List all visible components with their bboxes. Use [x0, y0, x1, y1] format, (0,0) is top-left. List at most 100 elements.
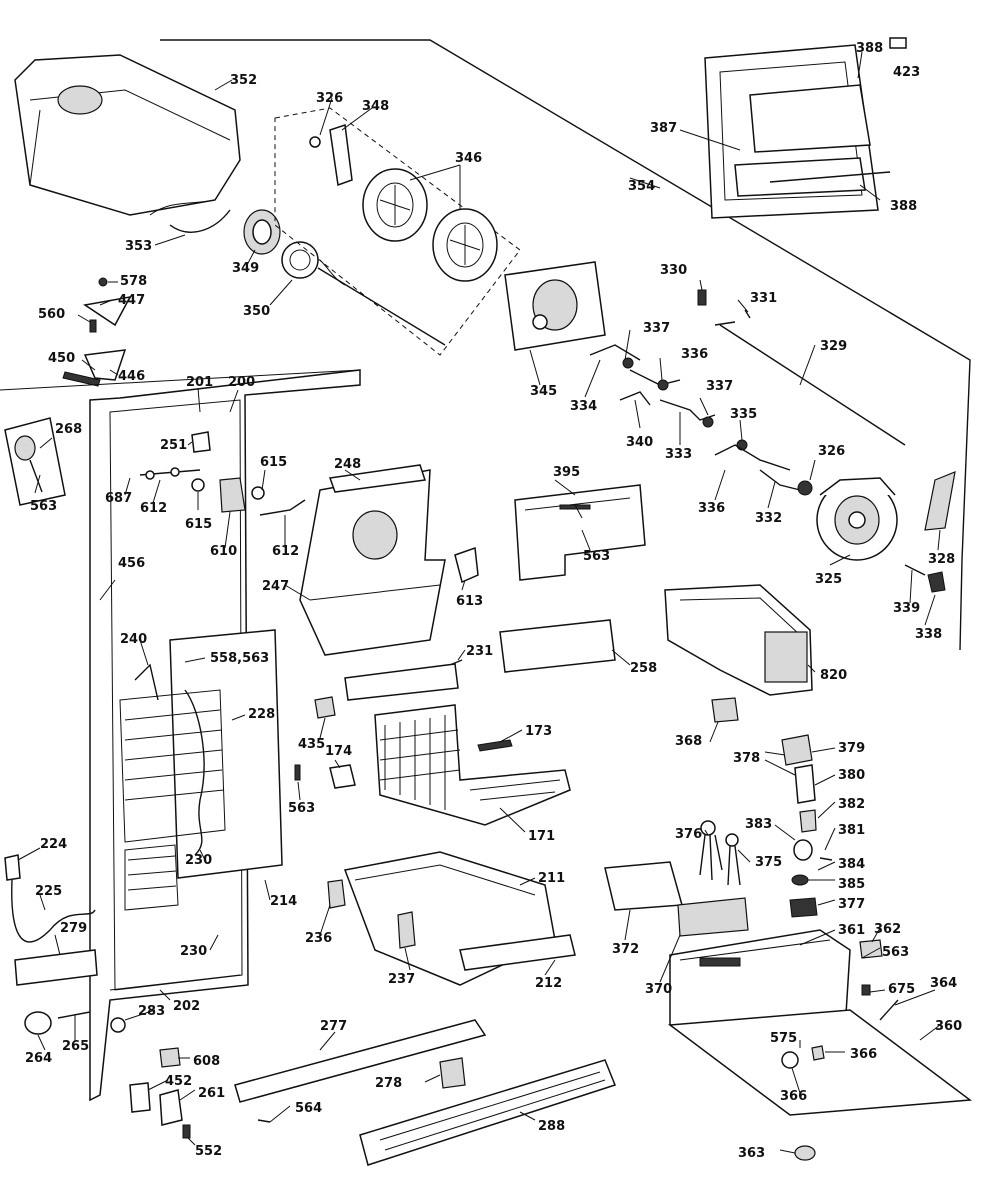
label-325: 325: [815, 572, 842, 587]
label-333: 333: [665, 447, 692, 462]
label-384: 384: [838, 857, 865, 872]
label-326b: 326: [818, 444, 845, 459]
label-381: 381: [838, 823, 865, 838]
label-337b: 337: [706, 379, 733, 394]
label-332: 332: [755, 511, 782, 526]
label-225: 225: [35, 884, 62, 899]
part-339-pin: [904, 564, 926, 576]
label-247: 247: [262, 579, 289, 594]
label-452: 452: [165, 1074, 192, 1089]
label-338: 338: [915, 627, 942, 642]
label-258: 258: [630, 661, 657, 676]
part-363-bumper: [794, 1145, 816, 1161]
label-240: 240: [120, 632, 147, 647]
label-377: 377: [838, 897, 865, 912]
label-340: 340: [626, 435, 653, 450]
label-435: 435: [298, 737, 325, 752]
part-325-motor: [797, 477, 898, 561]
part-251-cap: [191, 431, 211, 453]
part-370-solenoid: [677, 897, 749, 937]
label-563c: 563: [288, 801, 315, 816]
label-202: 202: [173, 999, 200, 1014]
label-613: 613: [456, 594, 483, 609]
part-265-screw: [57, 1011, 91, 1019]
part-326-top: [309, 136, 321, 148]
label-362: 362: [874, 922, 901, 937]
label-336b: 336: [698, 501, 725, 516]
label-230b: 230: [180, 944, 207, 959]
part-247-air-duct: [299, 464, 446, 656]
label-331: 331: [750, 291, 777, 306]
label-612a: 612: [140, 501, 167, 516]
label-423: 423: [893, 65, 920, 80]
part-240-wire: [134, 663, 159, 701]
dashed-panel: [274, 107, 521, 356]
label-335: 335: [730, 407, 757, 422]
label-277: 277: [320, 1019, 347, 1034]
label-224: 224: [40, 837, 67, 852]
label-329: 329: [820, 339, 847, 354]
label-563a: 563: [30, 499, 57, 514]
label-558: 558,563: [210, 651, 269, 666]
label-380: 380: [838, 768, 865, 783]
part-564-screw: [257, 1119, 271, 1123]
part-820-ice-maker: [664, 584, 813, 696]
part-360-base-plate: [667, 1009, 973, 1116]
part-228-evaporator: [119, 629, 283, 911]
part-350-auger: [281, 241, 446, 346]
part-278-hinge: [439, 1057, 466, 1089]
part-174-rail: [329, 764, 356, 789]
label-446: 446: [118, 369, 145, 384]
label-376: 376: [675, 827, 702, 842]
leader-lines: [17, 51, 941, 1154]
label-552: 552: [195, 1144, 222, 1159]
part-328-cover: [924, 471, 956, 531]
part-329-rod: [719, 324, 906, 446]
label-382: 382: [838, 797, 865, 812]
label-352: 352: [230, 73, 257, 88]
label-372: 372: [612, 942, 639, 957]
label-279: 279: [60, 921, 87, 936]
part-279-rail: [14, 949, 98, 986]
part-452-plate: [129, 1082, 151, 1113]
part-352-ice-bucket: [14, 54, 241, 216]
part-387-dispenser-frame: [704, 37, 907, 219]
label-687: 687: [105, 491, 132, 506]
shelf-rail: [344, 663, 459, 701]
part-264-leveler: [24, 1011, 52, 1035]
label-228: 228: [248, 707, 275, 722]
label-200: 200: [228, 375, 255, 390]
part-615-grommet-2: [251, 486, 265, 500]
label-360: 360: [935, 1019, 962, 1034]
part-211-crisper-drawer: [343, 851, 576, 986]
label-615b: 615: [185, 517, 212, 532]
part-395-control-board: [514, 484, 646, 581]
label-379: 379: [838, 741, 865, 756]
label-368: 368: [675, 734, 702, 749]
label-268: 268: [55, 422, 82, 437]
part-345-motor-plate: [504, 261, 606, 351]
arc-353: [169, 209, 231, 233]
label-201: 201: [186, 375, 213, 390]
label-265: 265: [62, 1039, 89, 1054]
label-395: 395: [553, 465, 580, 480]
label-339: 339: [893, 601, 920, 616]
label-171: 171: [528, 829, 555, 844]
label-361: 361: [838, 923, 865, 938]
part-447-bracket: [83, 277, 132, 333]
part-372-cover: [604, 861, 683, 911]
label-608: 608: [193, 1054, 220, 1069]
part-366-knob: [781, 1051, 799, 1069]
label-330: 330: [660, 263, 687, 278]
label-334: 334: [570, 399, 597, 414]
part-376-wires: [699, 820, 741, 886]
part-366-tab: [811, 1045, 825, 1061]
part-224-fitting: [4, 854, 21, 881]
label-251: 251: [160, 438, 187, 453]
label-388b: 388: [890, 199, 917, 214]
part-364-spring: [879, 999, 899, 1021]
label-212: 212: [535, 976, 562, 991]
label-345: 345: [530, 384, 557, 399]
